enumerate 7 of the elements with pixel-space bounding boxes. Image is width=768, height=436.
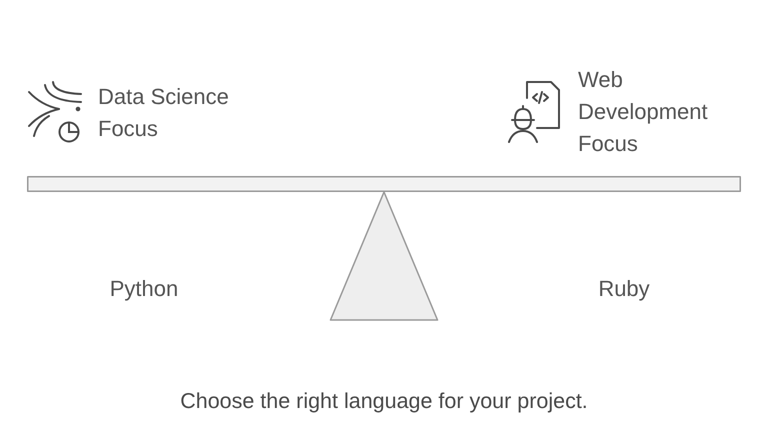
focus-label: Web Development Focus bbox=[578, 66, 709, 158]
seesaw-beam bbox=[27, 176, 741, 192]
caption: Choose the right language for your project. bbox=[179, 388, 589, 415]
language-label: Ruby bbox=[597, 275, 651, 303]
fulcrum-triangle bbox=[329, 191, 439, 321]
language-label: Python bbox=[108, 275, 180, 303]
focus-label: Data Science Focus bbox=[98, 83, 230, 143]
